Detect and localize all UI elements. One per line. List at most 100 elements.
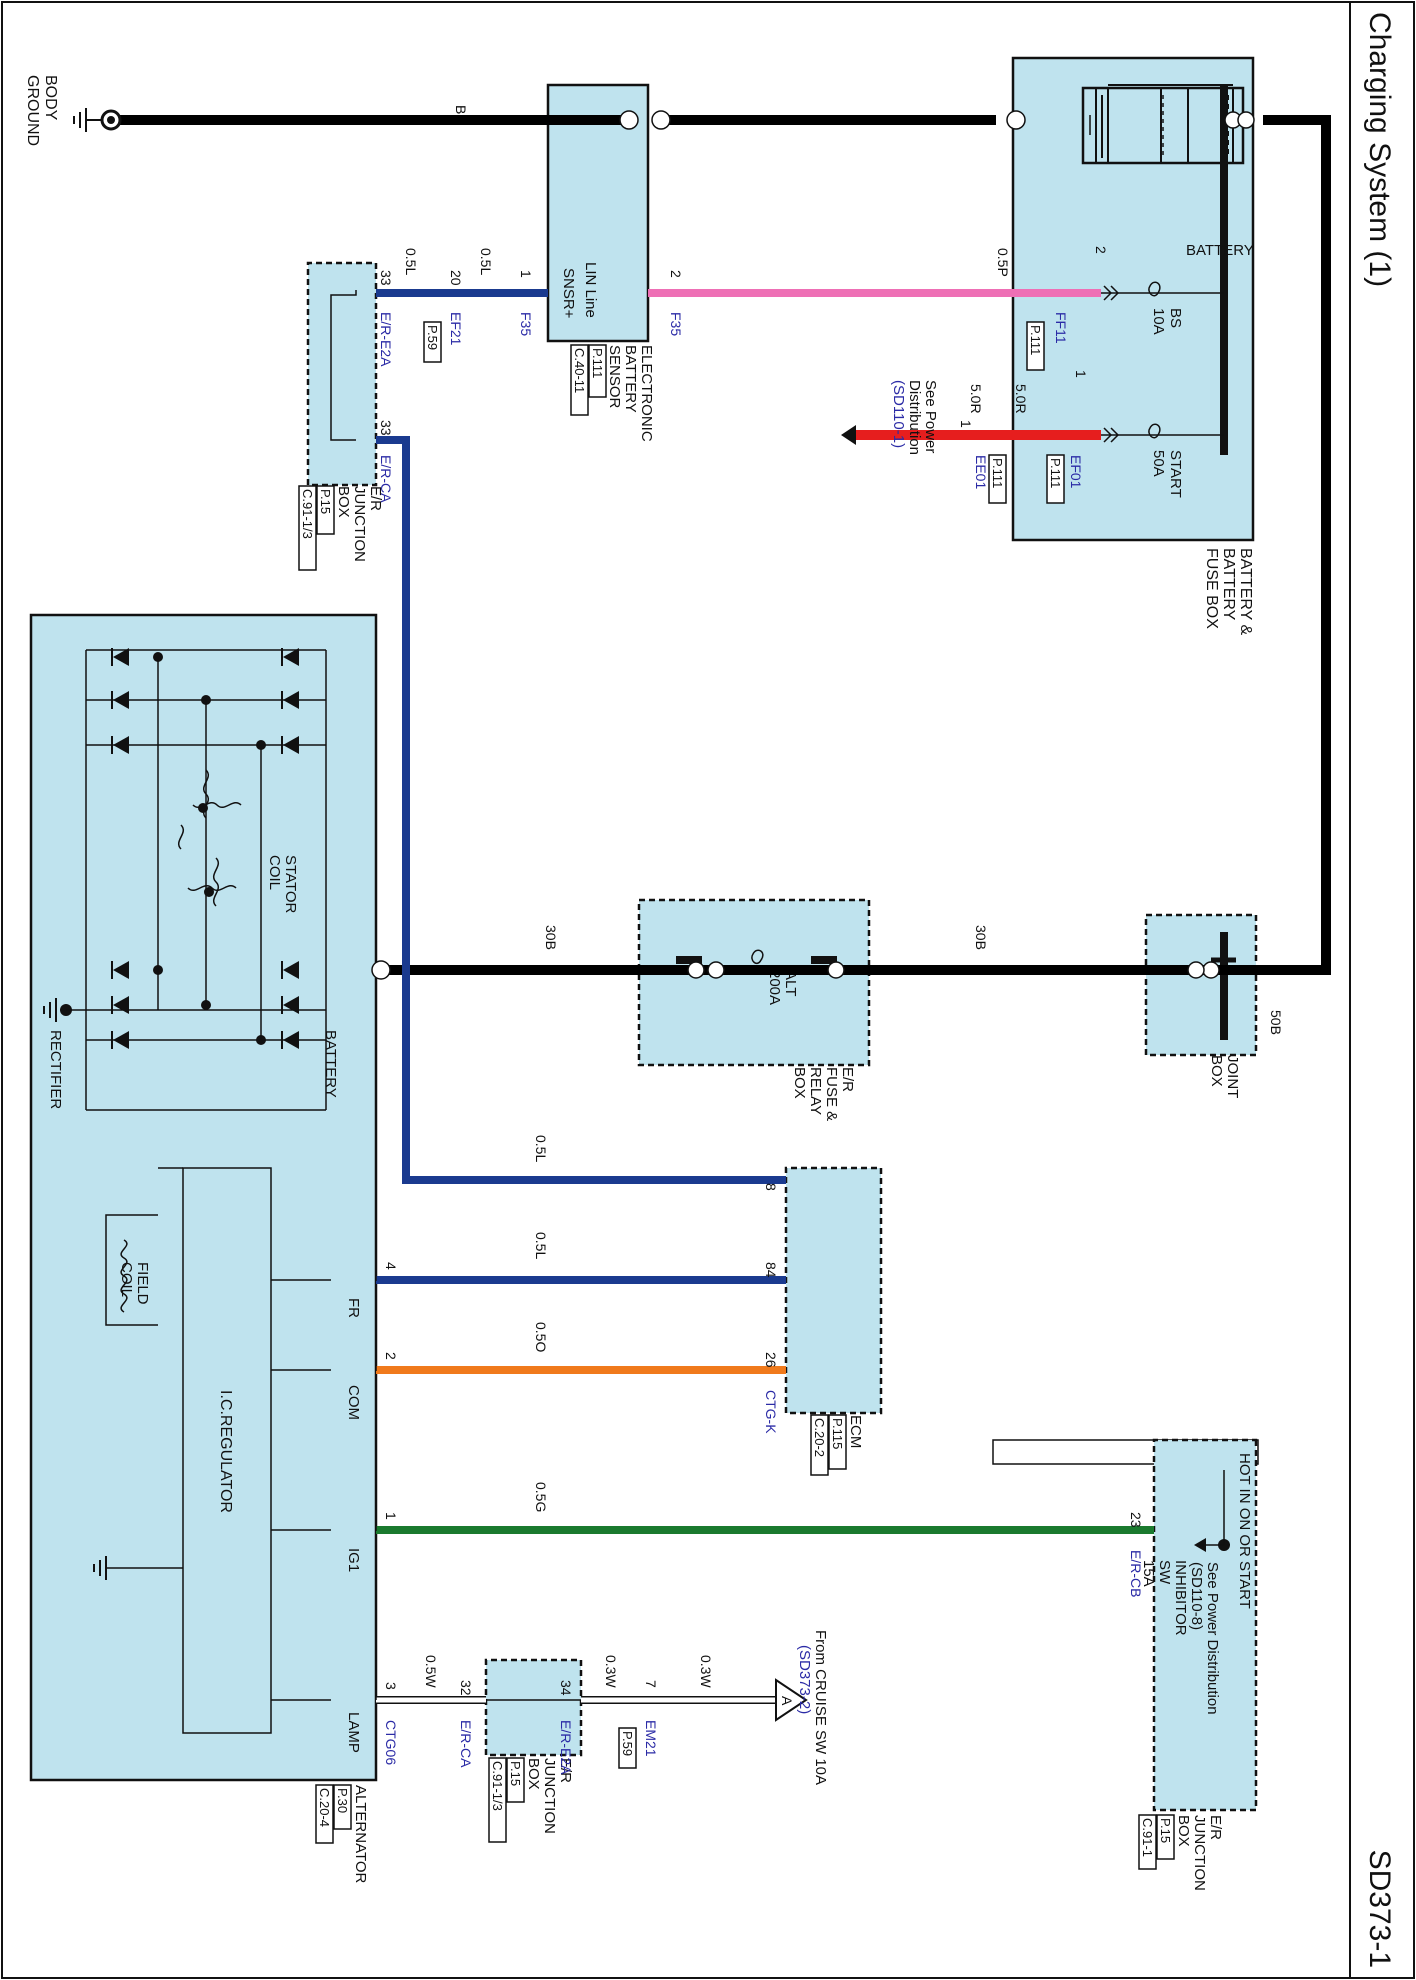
fuse-relay-box-body (637, 898, 871, 1067)
svg-text:8: 8 (763, 1183, 779, 1191)
svg-text:HOT IN ON OR START: HOT IN ON OR START (1236, 1453, 1253, 1609)
svg-text:32: 32 (458, 1680, 474, 1696)
svg-text:JOINT: JOINT (1224, 1055, 1241, 1098)
svg-text:FUSE &: FUSE & (823, 1067, 840, 1121)
svg-text:BS: BS (1167, 308, 1184, 328)
svg-text:10A: 10A (1150, 308, 1167, 335)
svg-text:See Power Distribution: See Power Distribution (1204, 1562, 1221, 1715)
svg-text:EM21: EM21 (643, 1720, 659, 1757)
svg-text:SW: SW (1156, 1560, 1173, 1585)
start-fuse-icon (1148, 423, 1161, 439)
svg-text:P.59: P.59 (620, 1731, 635, 1756)
svg-text:0.5P: 0.5P (995, 248, 1011, 277)
junction-box-small-body (484, 1658, 583, 1757)
svg-text:FUSE BOX: FUSE BOX (1203, 548, 1220, 629)
junction-box-small: E/R JUNCTION BOX P.15 C.91-1/3 (484, 1658, 583, 1843)
svg-text:C.91-1/3: C.91-1/3 (300, 489, 315, 539)
alternator: ALTERNATOR P.30 C.20-4 (29, 613, 378, 1884)
svg-text:0.3W: 0.3W (603, 1655, 619, 1688)
svg-text:E/R: E/R (557, 1758, 574, 1783)
svg-text:1: 1 (383, 1512, 399, 1520)
svg-text:BOX: BOX (335, 486, 352, 518)
junction-box-right-body (1152, 1438, 1258, 1812)
svg-text:C.40-11: C.40-11 (572, 348, 587, 393)
svg-text:30B: 30B (543, 925, 559, 950)
junction-box-right: HOT IN ON OR START See Power Distributio… (992, 1438, 1259, 1891)
svg-text:GROUND: GROUND (24, 75, 41, 146)
svg-text:23: 23 (1128, 1512, 1144, 1528)
junction-box-top-body (306, 261, 378, 487)
ecm: ECM P.115 C.20-2 (784, 1166, 883, 1476)
svg-text:From CRUISE SW 10A: From CRUISE SW 10A (812, 1630, 829, 1785)
svg-text:P.111: P.111 (1048, 458, 1063, 488)
svg-text:BOX: BOX (1175, 1815, 1192, 1847)
svg-text:COIL: COIL (266, 855, 283, 890)
svg-text:P.115: P.115 (830, 1418, 845, 1449)
svg-text:ALT: ALT (782, 970, 799, 996)
svg-text:5.0R: 5.0R (1013, 384, 1029, 414)
svg-text:P.15: P.15 (1158, 1818, 1173, 1843)
svg-text:CTG06: CTG06 (383, 1720, 399, 1765)
marker-a-icon (775, 1678, 808, 1722)
svg-text:FF11: FF11 (1053, 312, 1069, 344)
svg-text:4: 4 (383, 1262, 399, 1270)
svg-text:34: 34 (558, 1680, 574, 1696)
stator-coil-b-icon (213, 857, 219, 907)
svg-text:7: 7 (643, 1680, 659, 1688)
svg-text:0.3W: 0.3W (698, 1655, 714, 1688)
alt-fuse-icon (751, 949, 764, 965)
svg-text:50B: 50B (1268, 1010, 1284, 1035)
svg-text:Distribution: Distribution (906, 380, 923, 455)
svg-text:3: 3 (383, 1682, 399, 1690)
svg-text:P.15: P.15 (508, 1761, 523, 1786)
svg-text:0.5L: 0.5L (533, 1232, 549, 1259)
svg-text:BOX: BOX (791, 1067, 808, 1099)
svg-text:(SD110-1): (SD110-1) (890, 380, 907, 448)
svg-text:BODY: BODY (42, 75, 59, 121)
svg-text:ELECTRONIC: ELECTRONIC (638, 345, 655, 442)
svg-text:0.5L: 0.5L (533, 1135, 549, 1162)
battery-fuse-box: BATTERY BS 10A START 50A BATTERY & BATTE… (1011, 56, 1255, 635)
svg-text:JUNCTION: JUNCTION (1191, 1815, 1208, 1891)
svg-text:2: 2 (383, 1352, 399, 1360)
svg-text:E/R-E2A: E/R-E2A (378, 312, 394, 367)
svg-text:26: 26 (763, 1352, 779, 1368)
svg-text:F35: F35 (518, 312, 534, 336)
joint-box: JOINT BOX (1144, 913, 1258, 1098)
svg-text:E/R-E2A: E/R-E2A (558, 1720, 574, 1775)
svg-text:E/R: E/R (367, 486, 384, 511)
svg-text:84: 84 (763, 1262, 779, 1278)
svg-text:50A: 50A (1150, 450, 1167, 477)
svg-text:COIL: COIL (118, 1262, 135, 1297)
svg-text:BATTERY: BATTERY (1186, 242, 1254, 259)
svg-text:(SD110-8): (SD110-8) (1188, 1562, 1205, 1630)
svg-text:33: 33 (378, 270, 394, 286)
svg-text:E/R-CA: E/R-CA (378, 455, 394, 503)
svg-text:BATTERY: BATTERY (322, 1030, 339, 1098)
svg-text:P.30: P.30 (335, 1788, 350, 1813)
svg-text:2: 2 (1093, 246, 1109, 254)
svg-text:BATTERY: BATTERY (622, 345, 639, 413)
svg-text:C.91-1: C.91-1 (1140, 1818, 1155, 1857)
svg-text:LAMP: LAMP (345, 1712, 362, 1753)
svg-text:JUNCTION: JUNCTION (541, 1758, 558, 1834)
svg-text:B: B (453, 105, 469, 114)
wire-50b (1224, 115, 1331, 975)
svg-text:CTG-K: CTG-K (763, 1390, 779, 1434)
ic-regulator (182, 1167, 272, 1734)
svg-text:IG1: IG1 (345, 1548, 362, 1572)
svg-text:C.91-1/3: C.91-1/3 (490, 1761, 505, 1811)
svg-text:SENSOR: SENSOR (606, 345, 623, 409)
svg-text:P.111: P.111 (590, 348, 605, 378)
connector-labels: B 0.5P 2 FF11 P.111 1 5.0R EF01 P.111 5.… (378, 105, 1284, 1785)
bs-fuse-icon (1148, 281, 1161, 297)
svg-text:BOX: BOX (525, 1758, 542, 1790)
electronic-battery-sensor: SNSR+ LIN Line ELECTRONIC BATTERY SENSOR… (546, 83, 655, 442)
svg-text:C.20-2: C.20-2 (812, 1418, 827, 1457)
svg-text:FR: FR (345, 1298, 362, 1318)
svg-text:A: A (779, 1696, 795, 1706)
